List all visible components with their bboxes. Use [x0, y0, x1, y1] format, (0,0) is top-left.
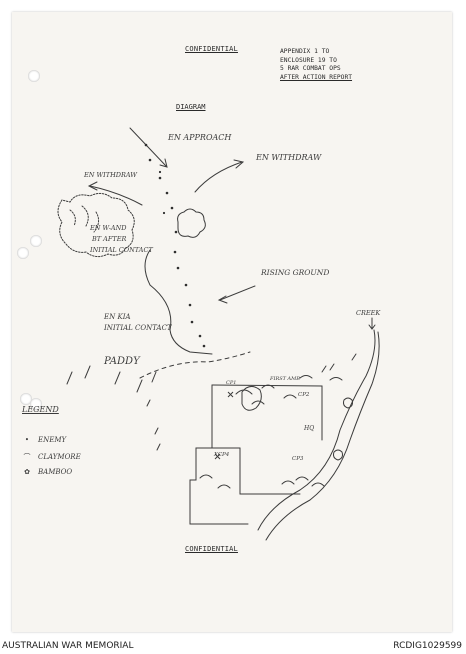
archive-name: AUSTRALIAN WAR MEMORIAL	[2, 641, 134, 651]
en-withdraw-right-arrowhead	[233, 159, 245, 169]
archive-id: RCDIG1029599	[393, 641, 462, 651]
label-en-withdraw-left: EN WITHDRAW	[84, 171, 137, 179]
label-paddy: PADDY	[104, 356, 140, 367]
diagram-title: DIAGRAM	[176, 103, 206, 111]
legend-label-enemy: ENEMY	[38, 436, 67, 444]
label-first-ambush: FIRST AMB	[270, 376, 300, 382]
claymore-arcs-bottom	[199, 474, 325, 489]
label-en-withdraw-right: EN WITHDRAW	[256, 153, 322, 162]
bamboo-east-1	[343, 397, 353, 409]
bamboo-icon: ✿	[24, 468, 30, 476]
label-cp1: CP1	[226, 380, 237, 386]
legend-item-enemy: • ENEMY	[22, 436, 66, 444]
enemy-dot	[162, 211, 166, 215]
appendix-line-4: AFTER ACTION REPORT	[280, 73, 353, 81]
enemy-dot	[184, 283, 188, 287]
paddy-dashes	[66, 365, 157, 393]
en-withdraw-left-arrowhead	[87, 181, 98, 191]
creek-bank-east	[265, 331, 380, 541]
creek-bank-west	[257, 329, 376, 531]
punch-hole-mid-upper	[30, 235, 42, 247]
label-en-kia-1: EN KIA	[104, 313, 131, 321]
paddy-edge-dashes-lower	[146, 399, 161, 451]
label-rising-ground: RISING GROUND	[261, 268, 330, 277]
paddy-edge-dashes	[139, 351, 251, 379]
rising-ground-arrowhead	[217, 295, 228, 304]
label-en-approach: EN APPROACH	[168, 133, 232, 142]
ambush-perimeter-inner	[239, 447, 301, 495]
confidential-footer: CONFIDENTIAL	[185, 545, 238, 553]
punch-hole-mid-lower	[17, 247, 29, 259]
enemy-positions	[144, 143, 206, 348]
enemy-dot-icon: •	[24, 436, 30, 444]
label-en-kia-2: INITIAL CONTACT	[104, 324, 172, 332]
enemy-dot	[173, 250, 177, 254]
ground-edge-line	[144, 249, 213, 355]
claymore-arc-icon: ⌒	[23, 453, 31, 461]
enemy-dot	[188, 303, 192, 307]
rising-ground-arrow	[219, 285, 256, 301]
appendix-line-1: APPENDIX 1 TO	[280, 48, 330, 55]
archive-footer: AUSTRALIAN WAR MEMORIAL RCDIG1029599	[0, 638, 466, 654]
enemy-dot	[144, 143, 148, 147]
cp-markers	[214, 391, 234, 460]
enemy-dot	[148, 158, 152, 162]
bamboo-clump-left-fill	[69, 205, 100, 233]
enemy-dot	[190, 320, 194, 324]
label-creek: CREEK	[356, 309, 381, 317]
appendix-reference: APPENDIX 1 TO ENCLOSURE 19 TO 5 RAR COMB…	[280, 48, 352, 82]
bamboo-east-2	[333, 449, 343, 461]
enemy-dot	[170, 206, 174, 210]
en-withdraw-right-arrow	[194, 161, 243, 193]
cp4-cross	[214, 453, 221, 460]
ambush-perimeter-top	[211, 384, 323, 441]
label-cp2: CP2	[298, 392, 310, 398]
document-page	[12, 12, 452, 632]
legend-label-bamboo: BAMBOO	[38, 468, 73, 476]
bamboo-clump-right	[177, 208, 206, 238]
enemy-dot	[202, 344, 206, 348]
label-en-wounded-2: BT AFTER	[92, 235, 127, 243]
label-cp4: XCP4	[214, 452, 230, 458]
punch-hole-lower-b	[30, 398, 42, 410]
creek-arrowhead	[368, 324, 376, 330]
enemy-dot	[176, 266, 180, 270]
enemy-dot	[165, 191, 169, 195]
enemy-dot	[174, 230, 178, 234]
en-withdraw-left-arrow	[89, 185, 143, 206]
label-en-wounded-1: EN W-AND	[90, 224, 127, 232]
appendix-line-2: ENCLOSURE 19 TO	[280, 56, 337, 64]
bamboo-clump-left	[57, 192, 135, 258]
legend-label-claymore: CLAYMORE	[38, 453, 81, 461]
cp1-cross	[227, 391, 234, 398]
legend-item-claymore: ⌒ CLAYMORE	[22, 452, 81, 462]
enemy-dot	[158, 176, 162, 180]
legend-item-bamboo: ✿ BAMBOO	[22, 468, 72, 476]
punch-hole-top	[28, 70, 40, 82]
enemy-dot	[198, 334, 202, 338]
label-hq: HQ	[304, 425, 315, 432]
label-en-wounded-3: INITIAL CONTACT	[90, 246, 153, 254]
bamboo-cp1	[241, 386, 262, 411]
legend-title: LEGEND	[22, 405, 59, 414]
en-approach-arrow	[129, 127, 167, 167]
en-approach-arrowhead	[159, 158, 168, 168]
creek-hatching	[321, 353, 357, 373]
label-cp3: CP3	[292, 456, 304, 462]
punch-hole-lower-a	[20, 393, 32, 405]
enemy-dot	[158, 170, 162, 174]
appendix-line-3: 5 RAR COMBAT OPS	[280, 65, 341, 73]
confidential-header: CONFIDENTIAL	[185, 45, 238, 53]
